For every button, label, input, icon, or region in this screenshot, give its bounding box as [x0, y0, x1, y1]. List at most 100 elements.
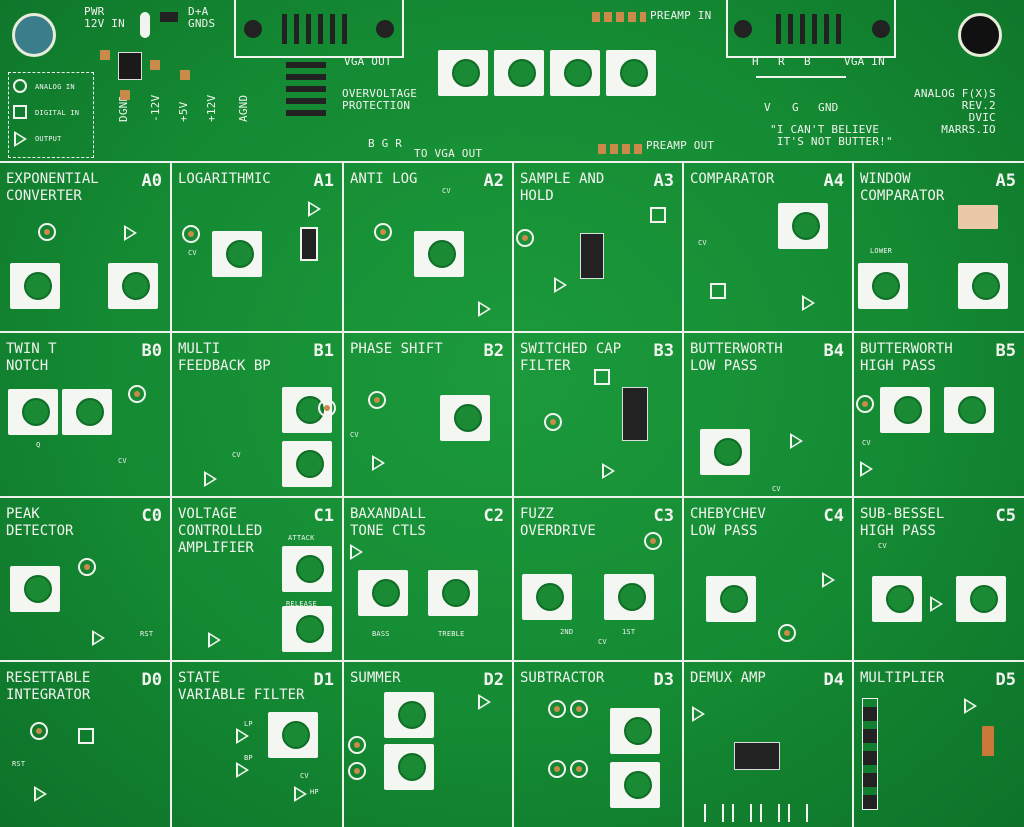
trim-pot-1[interactable] [610, 708, 660, 754]
legend-box: ANALOG IN DIGITAL IN OUTPUT [8, 72, 94, 158]
module-title: WINDOW COMPARATOR [860, 171, 945, 204]
grid-col-3 [512, 161, 514, 827]
rail-plus5: +5V [177, 101, 190, 122]
trim-pot[interactable] [440, 395, 490, 441]
trim-pot-1[interactable] [384, 692, 434, 738]
input-jack-4[interactable] [570, 760, 588, 778]
trim-pot[interactable] [268, 712, 318, 758]
input-jack-1[interactable] [348, 736, 366, 754]
input-jack-2[interactable] [348, 762, 366, 780]
preamp-pot-1[interactable] [438, 50, 488, 96]
trim-pot-1[interactable] [10, 263, 60, 309]
input-jack[interactable] [544, 413, 562, 431]
input-jack[interactable] [78, 558, 96, 576]
bass-pot[interactable] [358, 570, 408, 616]
digital-in-row[interactable] [700, 804, 810, 822]
trim-pot-1[interactable] [880, 387, 930, 433]
trim-pot[interactable] [414, 231, 464, 277]
digital-in-icon[interactable] [710, 283, 726, 299]
input-jack[interactable] [856, 395, 874, 413]
trim-pot-1[interactable] [8, 389, 58, 435]
input-jack[interactable] [516, 229, 534, 247]
module-b4: BUTTERWORTH LOW PASS B4 CV [684, 333, 852, 496]
input-jack-1[interactable] [548, 700, 566, 718]
trim-pot-2[interactable] [108, 263, 158, 309]
attack-pot[interactable] [282, 546, 332, 592]
preamp-in-label: PREAMP IN [650, 9, 712, 22]
power-pads-4 [120, 90, 130, 100]
vga-in-label: VGA IN [844, 55, 885, 68]
input-jack[interactable] [38, 223, 56, 241]
q-label: Q [36, 441, 41, 449]
module-a0: EXPONENTIAL CONVERTER A0 [0, 163, 170, 331]
trim-pot-2[interactable] [282, 441, 332, 487]
preamp-pot-4[interactable] [606, 50, 656, 96]
input-jack[interactable] [778, 624, 796, 642]
trim-pot[interactable] [10, 566, 60, 612]
preamp-pot-3[interactable] [550, 50, 600, 96]
module-id: B0 [141, 341, 162, 361]
input-jack[interactable] [644, 532, 662, 550]
second-stage-pot[interactable] [522, 574, 572, 620]
trim-pot[interactable] [700, 429, 750, 475]
digital-in-icon[interactable] [594, 369, 610, 385]
input-jack[interactable] [318, 399, 336, 417]
cv-label: CV [878, 542, 887, 550]
second-label: 2ND [560, 628, 574, 636]
release-pot[interactable] [282, 606, 332, 652]
input-jack[interactable] [30, 722, 48, 740]
trim-pot-2[interactable] [610, 762, 660, 808]
trim-pot-2[interactable] [384, 744, 434, 790]
input-jack-3[interactable] [548, 760, 566, 778]
first-stage-pot[interactable] [604, 574, 654, 620]
input-jack[interactable] [128, 385, 146, 403]
cv-label: CV [232, 451, 241, 459]
module-id: A0 [141, 171, 162, 191]
treble-pot[interactable] [428, 570, 478, 616]
output-icon [554, 277, 567, 293]
input-jack[interactable] [368, 391, 386, 409]
upper-pot[interactable] [958, 263, 1008, 309]
module-title: MULTI FEEDBACK BP [178, 341, 271, 374]
trim-pot[interactable] [212, 231, 262, 277]
module-title: PHASE SHIFT [350, 341, 443, 357]
trim-pot-2[interactable] [944, 387, 994, 433]
trim-pot-2[interactable] [62, 389, 112, 435]
input-jack[interactable] [182, 225, 200, 243]
trim-pot[interactable] [778, 203, 828, 249]
module-id: D2 [483, 670, 504, 690]
module-b0: TWIN T NOTCH B0 CV Q [0, 333, 170, 496]
trim-pot-2[interactable] [956, 576, 1006, 622]
preamp-in-header [592, 12, 646, 22]
module-a5: WINDOW COMPARATOR A5 LOWER UPPER [854, 163, 1024, 331]
ground-pad [160, 12, 178, 22]
power-label: PWR 12V IN [84, 5, 125, 30]
input-jack[interactable] [374, 223, 392, 241]
module-id: A1 [313, 171, 334, 191]
module-c4: CHEBYCHEV LOW PASS C4 [684, 498, 852, 660]
module-id: A3 [653, 171, 674, 191]
mounting-hole-top-left [12, 13, 56, 57]
cv-label: CV [118, 457, 127, 465]
digital-in-icon[interactable] [650, 207, 666, 223]
preamp-out-label: PREAMP OUT [646, 139, 715, 152]
module-title: STATE VARIABLE FILTER [178, 670, 305, 703]
preamp-pot-2[interactable] [494, 50, 544, 96]
module-b1: MULTI FEEDBACK BP B1 CV [172, 333, 342, 496]
input-jack-2[interactable] [570, 700, 588, 718]
vga-out-connector [234, 0, 404, 58]
title-block: ANALOG F(X)S REV.2 DVIC MARRS.IO [914, 87, 996, 136]
lower-pot[interactable] [858, 263, 908, 309]
module-title: CHEBYCHEV LOW PASS [690, 506, 766, 539]
trim-pot-1[interactable] [872, 576, 922, 622]
grid-col-1 [170, 161, 172, 827]
module-id: B4 [823, 341, 844, 361]
module-id: D3 [653, 670, 674, 690]
module-d0: RESETTABLE INTEGRATOR D0 RST [0, 662, 170, 827]
trim-pot[interactable] [706, 576, 756, 622]
power-pads-3 [180, 70, 190, 80]
digital-in-icon[interactable] [78, 728, 94, 744]
module-title: DEMUX AMP [690, 670, 766, 686]
lower-label: LOWER [870, 247, 893, 255]
